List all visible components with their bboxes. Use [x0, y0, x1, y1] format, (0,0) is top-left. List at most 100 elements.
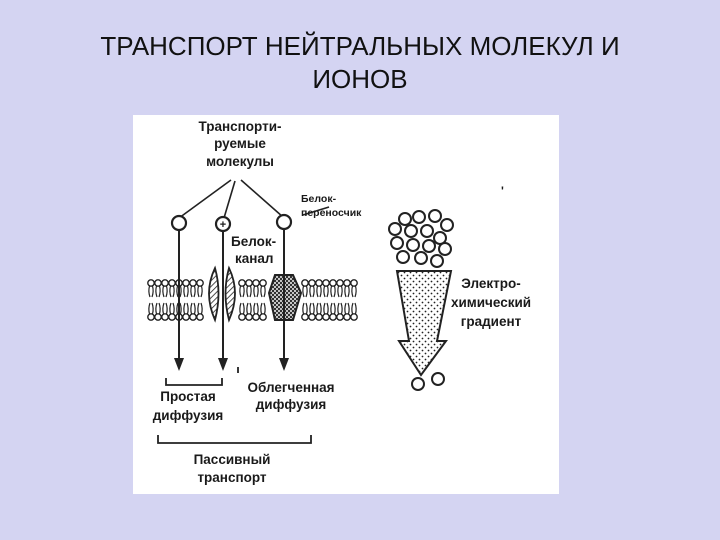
lipid-head	[260, 314, 266, 320]
molecule-left	[172, 216, 186, 230]
gradient-label: Электро- химический градиент	[451, 276, 531, 329]
lipid-head	[309, 314, 315, 320]
lipid-tail	[338, 303, 342, 314]
lipid-tail	[247, 286, 251, 297]
lipid-head	[197, 280, 203, 286]
lipid-tail	[352, 286, 356, 297]
lipid-head	[323, 314, 329, 320]
label-line: Транспорти-	[198, 119, 281, 134]
label-line: переносчик	[301, 207, 362, 219]
gradient-molecule-bottom-left	[412, 378, 424, 390]
gradient-arrow	[397, 271, 451, 375]
plus-sign: +	[220, 219, 226, 231]
gradient-molecule-bottom-right	[432, 373, 444, 385]
lipid-tail	[317, 303, 321, 314]
transport-figure: + Транспорти- руемые молекулы Белок- пер…	[133, 115, 559, 494]
gradient-molecule	[421, 225, 433, 237]
lipid-head	[351, 280, 357, 286]
lipid-tail	[303, 303, 307, 314]
lipid-tail	[240, 286, 244, 297]
lipid-tail	[310, 303, 314, 314]
lipid-head	[169, 314, 175, 320]
lipid-head	[351, 314, 357, 320]
lipid-tail	[303, 286, 307, 297]
lipid-tail	[261, 286, 265, 297]
lipid-tail	[198, 286, 202, 297]
molecule-right	[277, 215, 291, 229]
lipid-head	[344, 314, 350, 320]
title-line-1: ТРАНСПОРТ НЕЙТРАЛЬНЫХ МОЛЕКУЛ И	[0, 30, 720, 63]
lipid-head	[302, 280, 308, 286]
gradient-molecule	[405, 225, 417, 237]
passive-transport-label: Пассивный транспорт	[194, 452, 271, 485]
label-line: молекулы	[206, 154, 274, 169]
lipid-tail	[163, 303, 167, 314]
lipid-tail	[254, 303, 258, 314]
simple-diffusion-label: Простая диффузия	[153, 389, 224, 423]
facilitated-diffusion-label: Облегченная диффузия	[247, 380, 334, 412]
lipid-tail	[156, 303, 160, 314]
lipid-head	[330, 314, 336, 320]
lipid-head	[162, 280, 168, 286]
lipid-head	[323, 280, 329, 286]
label-line: химический	[451, 295, 531, 310]
label-line: транспорт	[197, 470, 266, 485]
lipid-tail	[191, 286, 195, 297]
label-line: Белок-	[301, 193, 337, 205]
lipid-head	[337, 280, 343, 286]
lipid-tail	[331, 286, 335, 297]
lipid-tail	[331, 303, 335, 314]
gradient-molecule	[413, 211, 425, 223]
lipid-tail	[184, 286, 188, 297]
bracket-simple	[166, 378, 222, 385]
lipid-tail	[170, 286, 174, 297]
lipid-head	[344, 280, 350, 286]
gradient-molecule	[429, 210, 441, 222]
lipid-tail	[156, 286, 160, 297]
arrowhead-channel	[218, 358, 228, 371]
lipid-tail	[254, 286, 258, 297]
lipid-head	[148, 280, 154, 286]
title-line-2: ИОНОВ	[0, 63, 720, 96]
label-line: Простая	[160, 389, 216, 404]
gradient-molecule	[431, 255, 443, 267]
lipid-head	[190, 280, 196, 286]
label-line: Белок-	[231, 234, 276, 249]
label-line: Электро-	[461, 276, 521, 291]
lipid-tail	[352, 303, 356, 314]
lipid-head	[253, 314, 259, 320]
lipid-head	[183, 314, 189, 320]
bracket-passive	[158, 435, 311, 443]
label-line: Облегченная	[247, 380, 334, 395]
lipid-tail	[247, 303, 251, 314]
lipid-tail	[170, 303, 174, 314]
molecule-cluster	[389, 210, 453, 267]
gradient-molecule	[407, 239, 419, 251]
lipid-tail	[149, 303, 153, 314]
lipid-tail	[184, 303, 188, 314]
label-line: Пассивный	[194, 452, 271, 467]
lipid-head	[183, 280, 189, 286]
lipid-head	[162, 314, 168, 320]
transport-diagram: + Транспорти- руемые молекулы Белок- пер…	[133, 115, 559, 494]
channel-protein-left	[209, 268, 219, 320]
gradient-molecule	[399, 213, 411, 225]
lipid-tail	[240, 303, 244, 314]
lipid-tail	[310, 286, 314, 297]
lipid-tail	[317, 286, 321, 297]
lipid-head	[190, 314, 196, 320]
gradient-molecule	[423, 240, 435, 252]
lipid-head	[253, 280, 259, 286]
slide-title: ТРАНСПОРТ НЕЙТРАЛЬНЫХ МОЛЕКУЛ И ИОНОВ	[0, 30, 720, 96]
lipid-head	[169, 280, 175, 286]
gradient-molecule	[397, 251, 409, 263]
lipid-tail	[163, 286, 167, 297]
lipid-tail	[191, 303, 195, 314]
lipid-head	[330, 280, 336, 286]
lipid-head	[148, 314, 154, 320]
lipid-head	[316, 280, 322, 286]
gradient-molecule	[441, 219, 453, 231]
label-line: канал	[235, 251, 274, 266]
channel-protein-right	[226, 268, 236, 320]
arrowhead-simple	[174, 358, 184, 371]
